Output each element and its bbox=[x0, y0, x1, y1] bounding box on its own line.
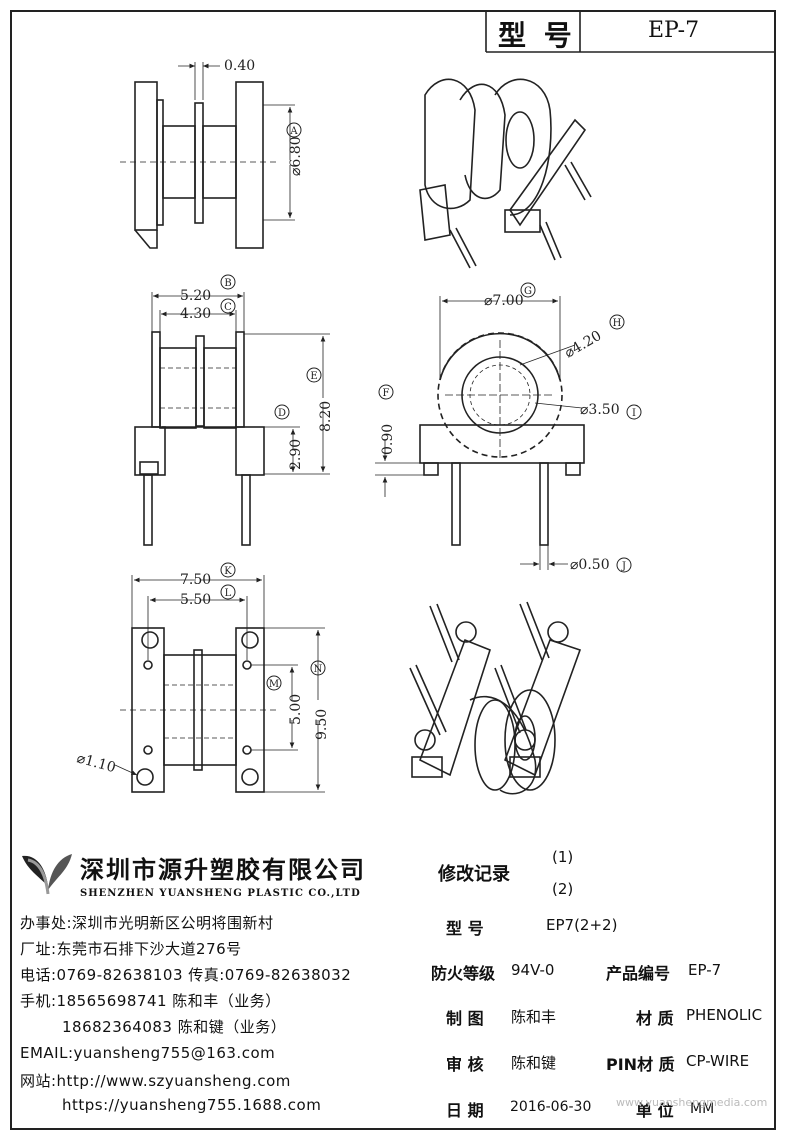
mobile-2: 18682364083 陈和键（业务） bbox=[62, 1018, 287, 1036]
header-model-value: EP-7 bbox=[648, 18, 700, 43]
company-logo-icon bbox=[22, 854, 72, 895]
drawing-frame bbox=[10, 10, 776, 1130]
model-label: 型 号 bbox=[446, 919, 484, 938]
marker-l: L bbox=[220, 584, 236, 600]
marker-n: N bbox=[310, 660, 326, 676]
isometric-view-bottom bbox=[409, 601, 582, 795]
marker-a: A bbox=[286, 122, 302, 138]
website-2: https://yuansheng755.1688.com bbox=[62, 1096, 322, 1114]
pin-material-label: PIN材 质 bbox=[606, 1055, 675, 1074]
dim-420: ⌀4.20 bbox=[562, 328, 604, 362]
bottom-view-middle bbox=[375, 296, 585, 570]
dim-750: 7.50 bbox=[180, 572, 211, 588]
unit-value: MM bbox=[690, 1101, 715, 1117]
dim-680: ⌀6.80 bbox=[288, 136, 304, 176]
marker-i: I bbox=[626, 404, 642, 420]
technical-drawing: 0.40 ⌀6.80 5.20 4.30 8.20 2.90 ⌀7.00 ⌀4.… bbox=[75, 12, 776, 795]
marker-d: D bbox=[274, 404, 290, 420]
date-value: 2016-06-30 bbox=[510, 1099, 592, 1115]
dim-090: 0.90 bbox=[380, 424, 396, 455]
product-no-value: EP-7 bbox=[688, 961, 722, 979]
marker-e: E bbox=[306, 367, 322, 383]
dim-820: 8.20 bbox=[318, 401, 334, 432]
marker-c: C bbox=[220, 298, 236, 314]
marker-j: J bbox=[616, 557, 632, 573]
dim-040: 0.40 bbox=[224, 58, 255, 74]
fire-rating-label: 防火等级 bbox=[431, 964, 496, 983]
dim-430: 4.30 bbox=[180, 306, 211, 322]
svg-text:E: E bbox=[310, 371, 317, 382]
svg-text:C: C bbox=[224, 302, 232, 313]
email: EMAIL:yuansheng755@163.com bbox=[20, 1044, 276, 1062]
svg-text:K: K bbox=[224, 566, 232, 577]
side-view-top bbox=[120, 62, 295, 249]
circled-markers: A B C D E F G H I J K L M N bbox=[220, 122, 642, 691]
svg-text:D: D bbox=[278, 408, 286, 419]
dim-950: 9.50 bbox=[314, 709, 330, 740]
revision-2: (2) bbox=[552, 880, 574, 898]
svg-text:M: M bbox=[269, 679, 279, 690]
pin-material-value: CP-WIRE bbox=[686, 1052, 750, 1070]
front-view-middle bbox=[134, 292, 330, 546]
dim-500: 5.00 bbox=[288, 694, 304, 725]
dim-550: 5.50 bbox=[180, 592, 211, 608]
dim-290: 2.90 bbox=[288, 439, 304, 470]
svg-text:F: F bbox=[383, 388, 390, 399]
svg-text:N: N bbox=[314, 664, 323, 675]
reviewed-by-value: 陈和键 bbox=[511, 1054, 557, 1072]
product-no-label: 产品编号 bbox=[606, 964, 671, 983]
dimension-labels: 0.40 ⌀6.80 5.20 4.30 8.20 2.90 ⌀7.00 ⌀4.… bbox=[75, 58, 620, 776]
marker-h: H bbox=[609, 314, 625, 330]
watermark: www.yuanshengmedia.com bbox=[616, 1096, 768, 1109]
phone-fax: 电话:0769-82638103 传真:0769-82638032 bbox=[20, 966, 352, 984]
isometric-view-top bbox=[419, 78, 592, 269]
svg-text:H: H bbox=[613, 318, 622, 329]
website-1: 网站:http://www.szyuansheng.com bbox=[20, 1072, 291, 1090]
marker-b: B bbox=[220, 274, 236, 290]
dim-050: ⌀0.50 bbox=[570, 557, 610, 573]
mobile-1: 手机:18565698741 陈和丰（业务） bbox=[20, 992, 281, 1010]
marker-g: G bbox=[520, 282, 536, 298]
drawn-by-value: 陈和丰 bbox=[511, 1008, 557, 1026]
top-view-bottom bbox=[114, 575, 325, 793]
model-value: EP7(2+2) bbox=[546, 916, 618, 934]
revision-1: (1) bbox=[552, 848, 574, 866]
fire-rating-value: 94V-0 bbox=[511, 961, 555, 979]
marker-k: K bbox=[220, 562, 236, 578]
svg-text:G: G bbox=[524, 286, 532, 297]
reviewed-by-label: 审 核 bbox=[446, 1055, 484, 1074]
dim-350: ⌀3.50 bbox=[580, 402, 620, 418]
dim-520: 5.20 bbox=[180, 288, 211, 304]
revision-label: 修改记录 bbox=[438, 864, 510, 885]
drawn-by-label: 制 图 bbox=[446, 1009, 484, 1028]
dim-700: ⌀7.00 bbox=[484, 293, 524, 309]
office-address: 办事处:深圳市光明新区公明将围新村 bbox=[20, 914, 274, 932]
svg-text:J: J bbox=[621, 561, 626, 572]
header-model-label: 型 号 bbox=[498, 19, 576, 52]
marker-m: M bbox=[266, 675, 282, 691]
material-label: 材 质 bbox=[636, 1009, 674, 1028]
company-name-cn: 深圳市源升塑胶有限公司 bbox=[80, 856, 366, 884]
unit-label: 单 位 bbox=[636, 1101, 674, 1120]
svg-text:B: B bbox=[224, 278, 231, 289]
dim-110: ⌀1.10 bbox=[75, 750, 117, 776]
svg-text:I: I bbox=[632, 408, 636, 419]
marker-f: F bbox=[378, 384, 394, 400]
date-label: 日 期 bbox=[446, 1101, 484, 1120]
material-value: PHENOLIC bbox=[686, 1006, 763, 1024]
factory-address: 厂址:东莞市石排下沙大道276号 bbox=[20, 940, 242, 958]
company-name-en: SHENZHEN YUANSHENG PLASTIC CO.,LTD bbox=[80, 888, 361, 899]
svg-text:L: L bbox=[225, 588, 232, 599]
svg-text:A: A bbox=[289, 126, 298, 137]
